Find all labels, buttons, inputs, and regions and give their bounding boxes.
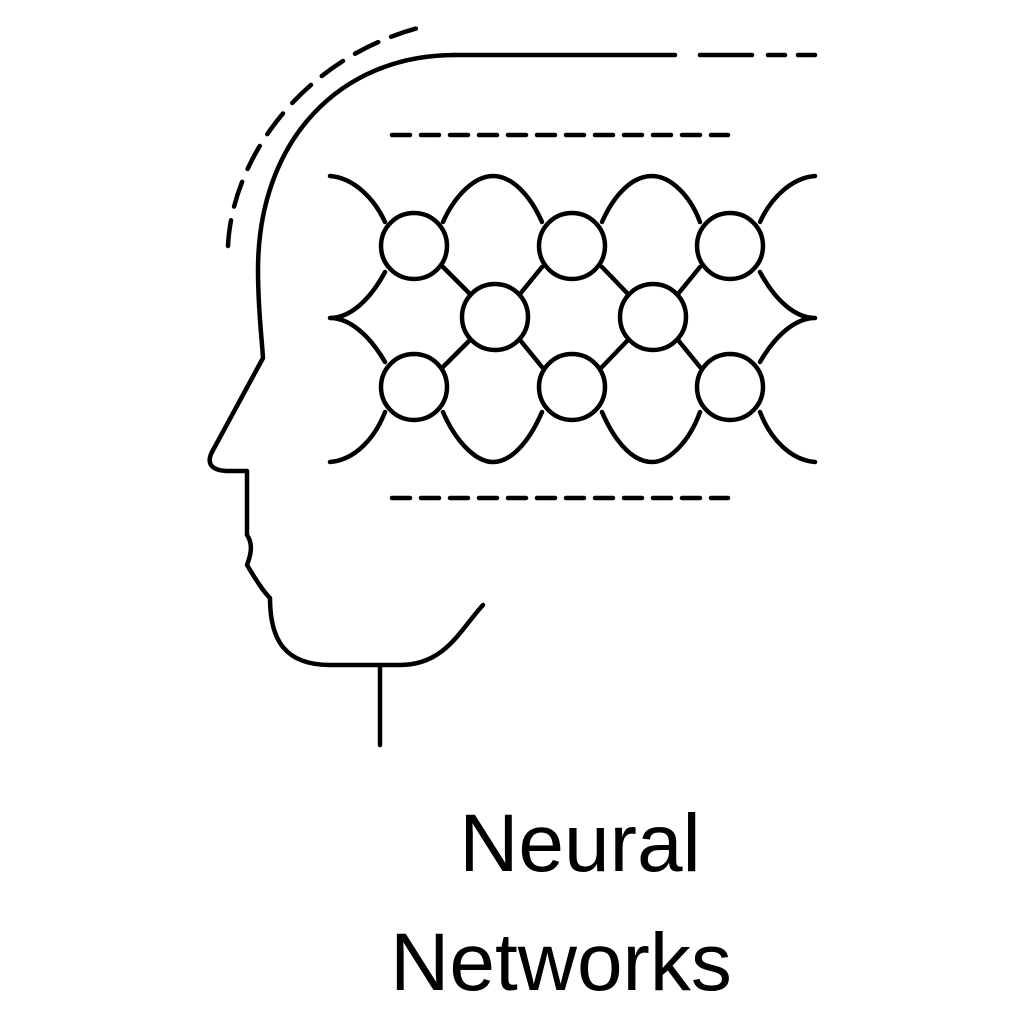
network-node xyxy=(617,281,689,353)
neural-network-icon xyxy=(327,173,818,465)
network-node xyxy=(378,210,450,282)
dashed-arc-icon xyxy=(225,25,421,249)
caption-line-networks: Networks xyxy=(390,917,732,1008)
network-node xyxy=(536,210,608,282)
head-profile-icon xyxy=(207,52,486,668)
network-node xyxy=(378,351,450,423)
network-node xyxy=(694,210,766,282)
network-node xyxy=(536,351,608,423)
caption-line-neural: Neural xyxy=(459,798,701,889)
network-node xyxy=(694,351,766,423)
network-node xyxy=(459,281,531,353)
